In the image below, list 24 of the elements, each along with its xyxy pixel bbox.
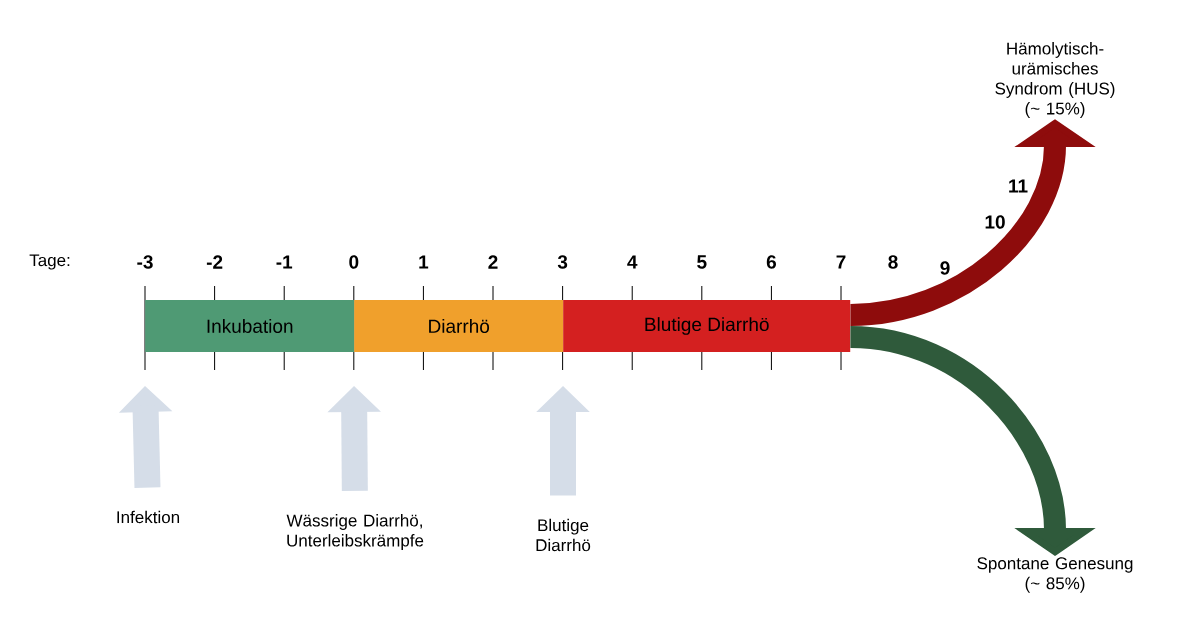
outcome-text: Hämolytisch-urämisches Syndrom (HUS) (~ 15%) <box>995 42 1115 118</box>
day-number: 3 <box>557 255 568 269</box>
phase-band: Inkubation <box>145 300 355 352</box>
outcome-text: Blutige Diarrhö <box>536 518 591 552</box>
day-number: -1 <box>276 255 293 269</box>
outcome-text: Wässrige Diarrhö, Unterleibskrämpfe <box>286 514 424 550</box>
phase-band: Diarrhö <box>354 300 564 352</box>
day-number: 1 <box>419 255 429 269</box>
day-number: 2 <box>488 255 498 269</box>
day-number: 6 <box>766 255 776 269</box>
day-number: 0 <box>349 255 359 269</box>
day-number: 11 <box>1009 179 1028 193</box>
phase-band: Blutige Diarrhö <box>563 300 851 352</box>
axis-title: Tage: <box>29 254 70 270</box>
day-number: -3 <box>137 255 153 269</box>
day-number: 9 <box>940 261 950 275</box>
day-number: 4 <box>627 255 638 269</box>
outcome-text: Spontane Genesung (~ 85%) <box>977 557 1133 593</box>
day-number: 7 <box>836 255 846 269</box>
day-number: -2 <box>206 255 223 269</box>
day-number: 10 <box>985 215 1005 229</box>
outcome-text: Infektion <box>117 510 179 524</box>
day-number: 8 <box>888 255 898 269</box>
day-number: 5 <box>697 255 707 269</box>
